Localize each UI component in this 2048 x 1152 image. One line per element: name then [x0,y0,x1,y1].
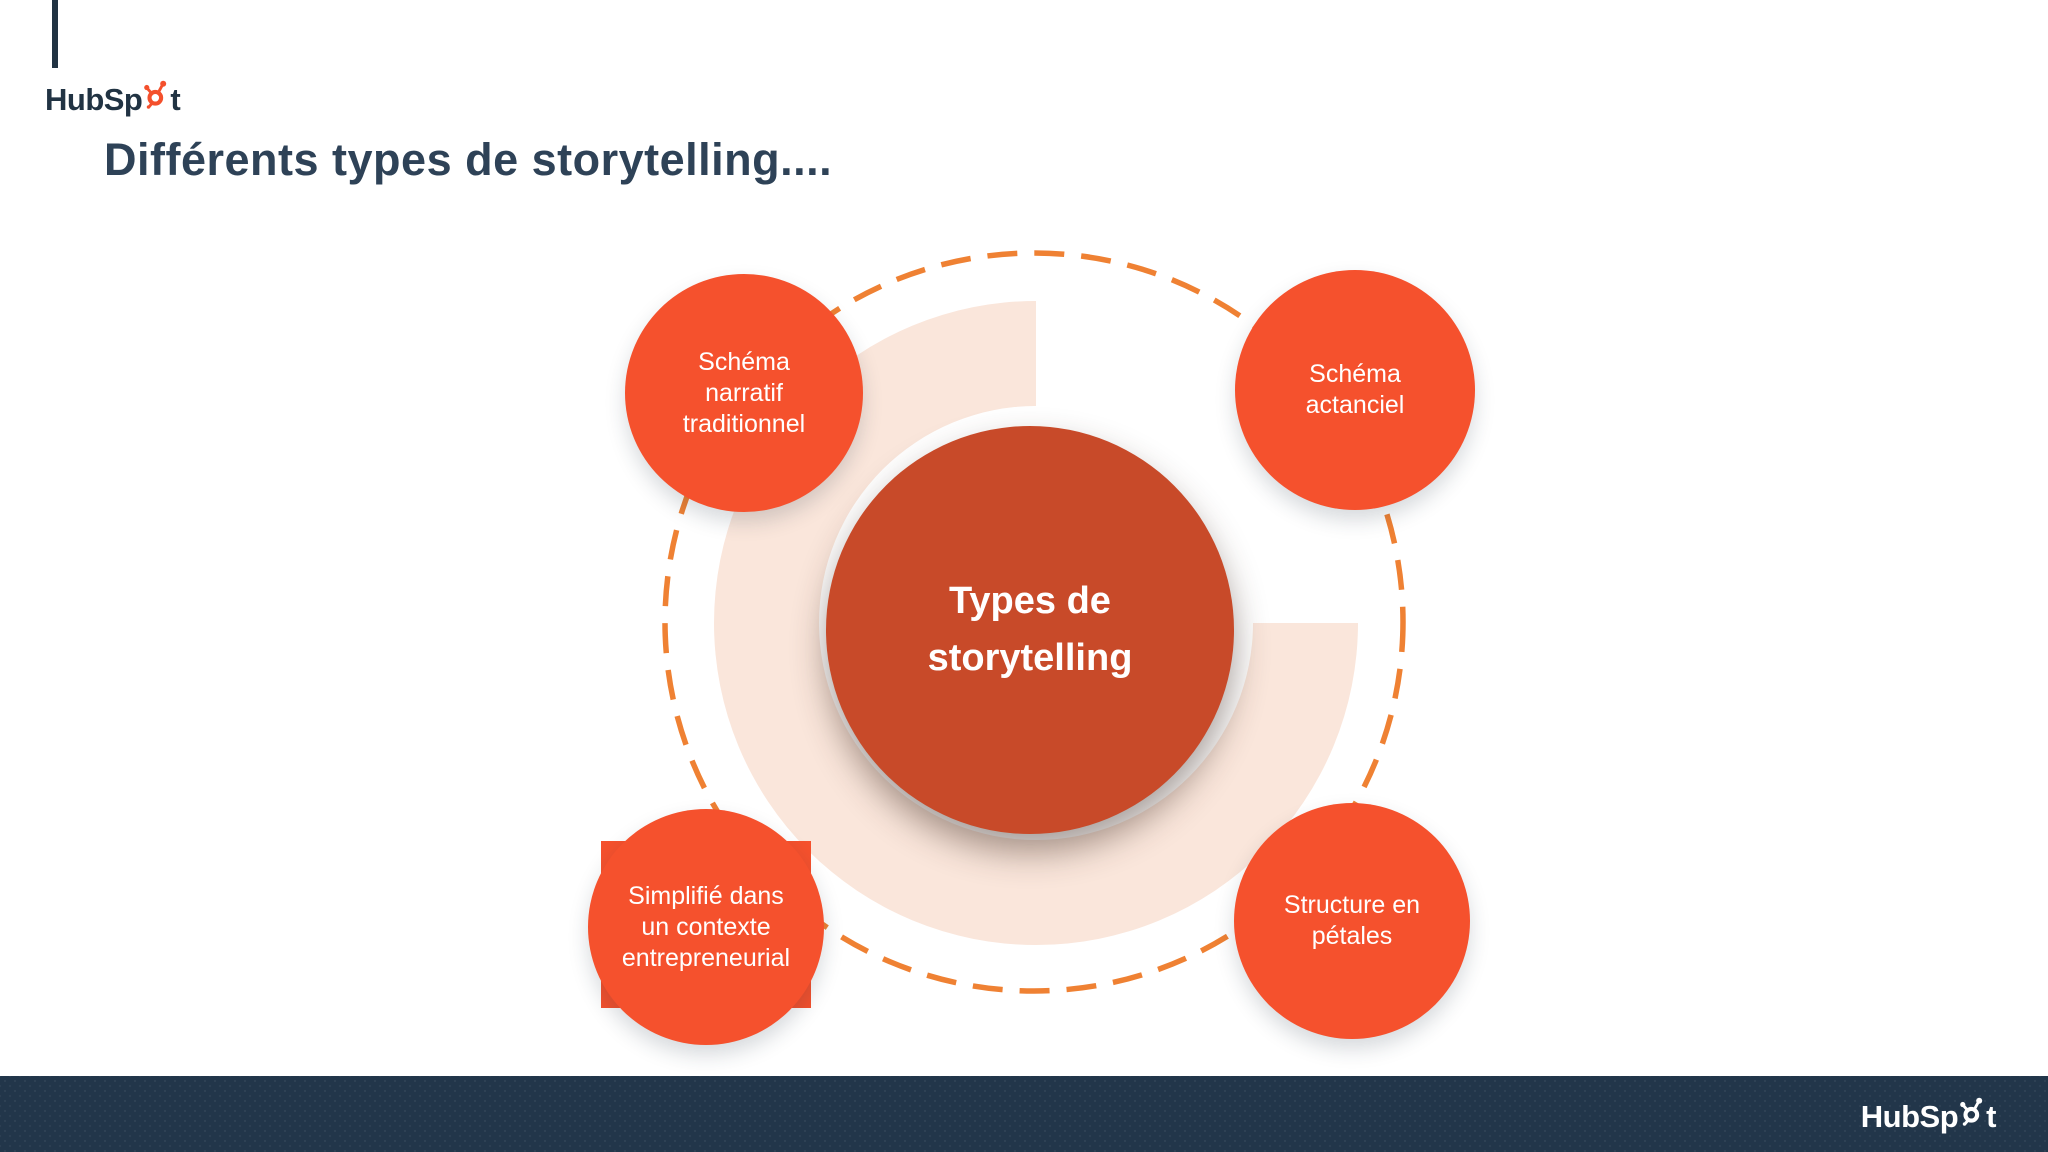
satellite-label-line: Schéma [1309,360,1401,388]
page-title: Différents types de storytelling.... [104,134,833,185]
hubspot-logo-footer: HubSp t [1861,1093,1996,1135]
satellite-label-line: Simplifié dans [628,881,784,910]
satellite-label-line: actanciel [1305,391,1405,419]
satellite-circle-simplifie-entrepreneurial: Simplifié dans un contexte entrepreneuri… [588,809,824,1045]
satellite-circle-schema-actanciel: Schéma actanciel [1235,270,1475,510]
peach-arc [714,301,1358,945]
satellite-label-line: un contexte [641,912,771,941]
hubspot-sprocket-icon [143,76,169,110]
satellite-circle-schema-narratif: Schéma narratif traditionnel [625,274,863,512]
satellite-label-line: Structure en [1283,891,1421,919]
hubspot-logo-header: HubSp t [45,76,181,118]
logo-text-pre: HubSp [45,82,143,117]
dashed-ring [662,250,1406,994]
satellite-label-line: Schéma [698,347,790,376]
center-circle-types-de-storytelling: Types de storytelling [826,426,1234,834]
satellite-label-line: traditionnel [682,409,806,438]
satellite-label-line: entrepreneurial [621,943,791,972]
hubspot-sprocket-icon [1959,1093,1985,1127]
satellite-circle-structure-petales: Structure en pétales [1234,803,1470,1039]
logo-text-post: t [1986,1099,1996,1134]
satellite-label: Simplifié dans un contexte entrepreneuri… [588,809,824,1045]
accent-bar [52,0,58,68]
logo-text-post: t [170,82,181,117]
satellite-circle-shape [588,809,824,1045]
satellite-label-line: narratif [705,378,783,407]
footer-bar: HubSp t [0,1076,2048,1152]
center-label-line1: Types de [949,580,1111,622]
logo-text-pre: HubSp [1860,1099,1959,1134]
satellite-label-line: pétales [1311,922,1393,950]
center-label-line2: storytelling [927,637,1133,679]
